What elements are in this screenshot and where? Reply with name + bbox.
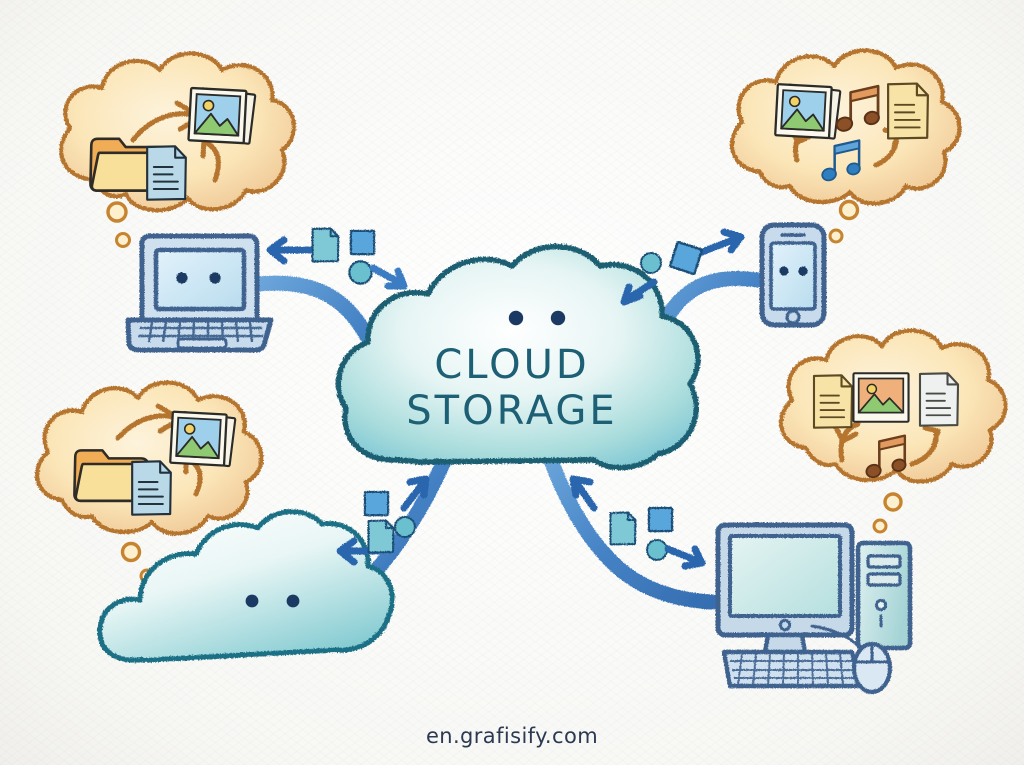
file-circle-icon [646, 539, 668, 561]
photos-icon [774, 83, 842, 140]
thought-trail-dot [106, 201, 128, 223]
thought-trail-dot [838, 199, 860, 221]
transfer-icons-small-cloud [336, 475, 430, 566]
thought-trail-dot [120, 541, 142, 563]
smartphone-eye-left [779, 266, 789, 276]
transfer-icons-desktop [569, 475, 706, 570]
thought-trail-dot [872, 518, 888, 534]
photos-icon [169, 410, 237, 468]
small-cloud-eye-right [286, 594, 300, 608]
file-square-icon [668, 240, 704, 276]
thought-trail-dot [828, 228, 844, 244]
photo-icon [852, 372, 910, 423]
file-document-icon [609, 511, 637, 546]
laptop-eye-left [176, 272, 188, 284]
document-icon [131, 460, 172, 516]
document-icon [918, 372, 960, 427]
thought-bubble-smartphone [729, 48, 962, 244]
photos-icon [187, 86, 257, 146]
file-circle-icon [348, 260, 373, 285]
cloud-label-line-2: STORAGE [406, 388, 617, 434]
smartphone-eye-right [798, 266, 808, 276]
small-cloud-eye-left [245, 594, 259, 608]
thought-bubble-small-cloud [35, 380, 264, 584]
cloud-eye-left [508, 310, 524, 326]
file-square-icon [363, 490, 390, 517]
transfer-icons-laptop [266, 227, 408, 290]
thought-bubble-laptop [59, 51, 297, 248]
file-circle-icon [394, 516, 416, 538]
smartphone[interactable] [759, 222, 827, 328]
transfer-icons-smartphone [620, 228, 745, 306]
file-circle-icon [640, 252, 662, 274]
laptop[interactable] [125, 233, 274, 353]
watermark: en.grafisify.com [425, 724, 599, 748]
file-document-icon [311, 227, 340, 263]
file-square-icon [647, 506, 674, 533]
document-icon [812, 374, 854, 429]
thought-bubble-desktop [779, 328, 1008, 534]
document-icon [146, 145, 187, 201]
connector-desktop-to-cloud [540, 444, 720, 610]
cloud-storage[interactable]: CLOUD STORAGE [335, 243, 701, 471]
document-icon [887, 82, 929, 140]
file-square-icon [349, 229, 376, 256]
thought-trail-dot [115, 232, 131, 248]
small-cloud-device[interactable] [97, 509, 395, 663]
thought-trail-dot [883, 492, 903, 512]
file-document-icon [367, 519, 395, 554]
cloud-label-line-1: CLOUD [434, 342, 589, 388]
cloud-eye-right [550, 310, 566, 326]
desktop-computer[interactable] [715, 522, 913, 695]
laptop-eye-right [209, 272, 221, 284]
